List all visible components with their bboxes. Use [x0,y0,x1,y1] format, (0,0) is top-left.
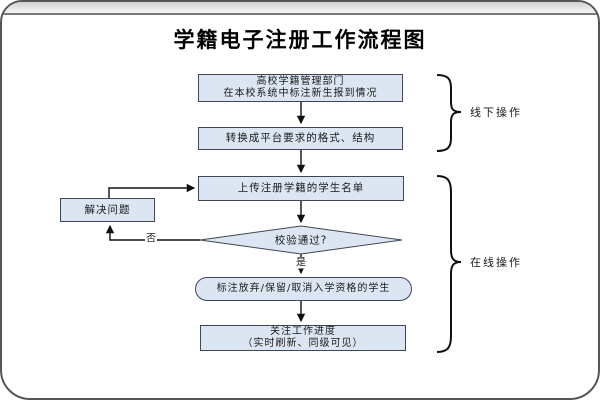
decision-diamond-shape [199,225,403,255]
frame-top-bar [2,2,598,15]
decision-label: 校验通过? [274,234,328,247]
online-brace [436,175,462,353]
node-mark-status: 标注放弃/保留/取消入学资格的学生 [195,277,412,301]
node-track-progress-line2: （实时刷新、同级可见） [242,338,364,349]
arrow-solve-to-box3 [108,183,196,198]
node-convert-format: 转换成平台要求的格式、结构 [198,127,403,150]
node-track-progress: 关注工作进度 （实时刷新、同级可见） [200,325,406,351]
phase-label-offline: 线下操作 [470,106,522,119]
edge-label-no: 否 [145,233,157,245]
node-solve-problem: 解决问题 [60,198,155,222]
node-upload-list: 上传注册学籍的学生名单 [198,176,404,201]
phase-label-online: 在线操作 [470,256,522,269]
node-mark-arrival-line1: 高校学籍管理部门 [256,75,345,87]
page-title: 学籍电子注册工作流程图 [173,28,427,52]
node-track-progress-line1: 关注工作进度 [270,325,336,337]
node-mark-arrival: 高校学籍管理部门 在本校系统中标注新生报到情况 [198,74,403,102]
node-mark-arrival-line2: 在本校系统中标注新生报到情况 [223,88,378,99]
offline-brace [436,74,462,152]
arrow-decision-no-to-solve [105,224,200,241]
edge-label-yes: 是 [295,257,307,269]
